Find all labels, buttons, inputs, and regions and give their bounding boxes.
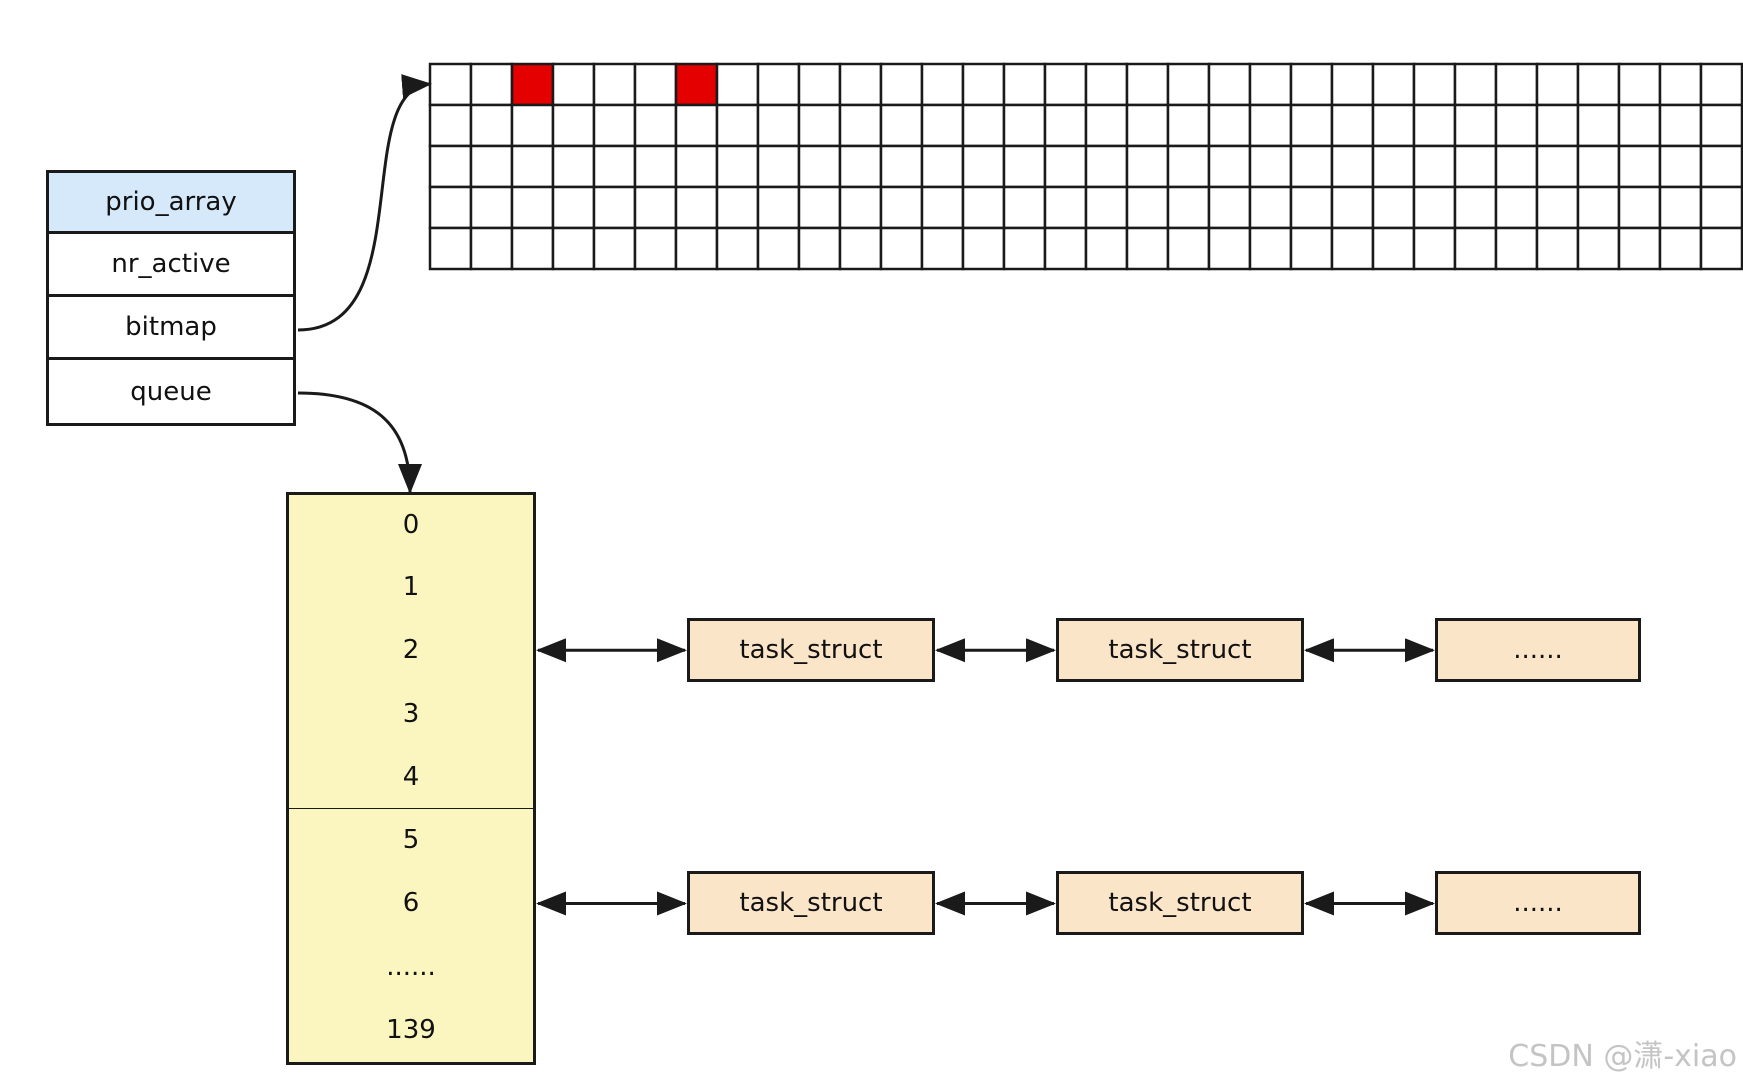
queue-slot: 6 xyxy=(286,871,536,939)
bitmap-bit xyxy=(551,226,596,271)
bitmap-bit xyxy=(551,103,596,148)
bitmap-bit xyxy=(1576,103,1621,148)
bitmap-bit xyxy=(1207,226,1252,271)
bitmap-bit xyxy=(1002,144,1047,189)
bitmap-bit xyxy=(1125,144,1170,189)
bitmap-bit xyxy=(1371,144,1416,189)
bitmap-bit xyxy=(1166,185,1211,230)
bitmap-bit xyxy=(961,103,1006,148)
watermark: CSDN @潇-xiao xyxy=(1508,1039,1737,1074)
bitmap-bit xyxy=(1248,226,1293,271)
bitmap-bit xyxy=(1699,185,1743,230)
bitmap-bit xyxy=(510,226,555,271)
nr-active-field: nr_active xyxy=(46,234,296,297)
bitmap-bit xyxy=(1658,62,1703,107)
bitmap-bit xyxy=(879,185,924,230)
bitmap-bit xyxy=(1371,226,1416,271)
bitmap-bit xyxy=(1699,103,1743,148)
queue-slot: 3 xyxy=(286,681,536,749)
queue-field: queue xyxy=(46,360,296,426)
bitmap-bit xyxy=(674,185,719,230)
bitmap-bit xyxy=(961,226,1006,271)
queue-slot: ...... xyxy=(286,935,536,1002)
bitmap-bit xyxy=(1535,226,1580,271)
bitmap-bit xyxy=(1084,62,1129,107)
bitmap-bit xyxy=(715,62,760,107)
queue-slot: 139 xyxy=(286,998,536,1065)
bitmap-bit xyxy=(715,144,760,189)
task-list-ellipsis: ...... xyxy=(1435,618,1641,683)
bitmap-bit xyxy=(1412,144,1457,189)
bitmap-bit xyxy=(428,226,473,271)
task-list-ellipsis: ...... xyxy=(1435,871,1641,936)
bitmap-bit xyxy=(428,185,473,230)
bitmap-bit xyxy=(1207,185,1252,230)
bitmap-bit xyxy=(797,62,842,107)
queue-pointer-arrow xyxy=(297,391,422,494)
bitmap-bit xyxy=(920,144,965,189)
bitmap-bit xyxy=(592,144,637,189)
bitmap-bit xyxy=(797,144,842,189)
bitmap-bit xyxy=(1002,226,1047,271)
bitmap-bit xyxy=(715,185,760,230)
bitmap-bit xyxy=(1084,226,1129,271)
bitmap-bit xyxy=(1084,144,1129,189)
bitmap-bit xyxy=(1494,62,1539,107)
queue-slot: 1 xyxy=(286,555,536,622)
bitmap-bit xyxy=(1166,226,1211,271)
bitmap-bit xyxy=(1289,103,1334,148)
bitmap-bit xyxy=(1371,185,1416,230)
task-struct-node: task_struct xyxy=(687,871,935,936)
bitmap-bit xyxy=(1453,185,1498,230)
bitmap-bit xyxy=(1289,226,1334,271)
bitmap-bit xyxy=(1166,62,1211,107)
bitmap-bit xyxy=(469,226,514,271)
bitmap-pointer-arrow xyxy=(297,74,432,332)
task-struct-node: task_struct xyxy=(687,618,935,683)
bitmap-bit xyxy=(1699,226,1743,271)
bitmap-bit xyxy=(756,226,801,271)
bitmap-bit xyxy=(633,226,678,271)
bitmap-bit xyxy=(1699,144,1743,189)
bitmap-bit xyxy=(510,185,555,230)
bitmap-bit xyxy=(1494,144,1539,189)
bitmap-bit xyxy=(469,144,514,189)
bitmap-bit xyxy=(1330,62,1375,107)
bitmap-bit xyxy=(1494,103,1539,148)
bitmap-field: bitmap xyxy=(46,297,296,360)
bitmap-bit xyxy=(1166,103,1211,148)
bitmap-bit xyxy=(1043,62,1088,107)
prio-array-header: prio_array xyxy=(46,170,296,234)
bitmap-bit xyxy=(1043,103,1088,148)
bitmap-bit xyxy=(551,144,596,189)
bitmap-bit xyxy=(1617,185,1662,230)
bitmap-bit xyxy=(1412,185,1457,230)
bitmap-bit xyxy=(469,185,514,230)
task-struct-node: task_struct xyxy=(1056,871,1304,936)
bitmap-bit xyxy=(1207,62,1252,107)
queue-slot: 0 xyxy=(286,492,536,559)
queue-slot: 5 xyxy=(286,808,536,875)
bitmap-bit xyxy=(1125,103,1170,148)
queue-slot: 4 xyxy=(286,745,536,812)
queue-slot: 2 xyxy=(286,618,536,685)
task-struct-node: task_struct xyxy=(1056,618,1304,683)
